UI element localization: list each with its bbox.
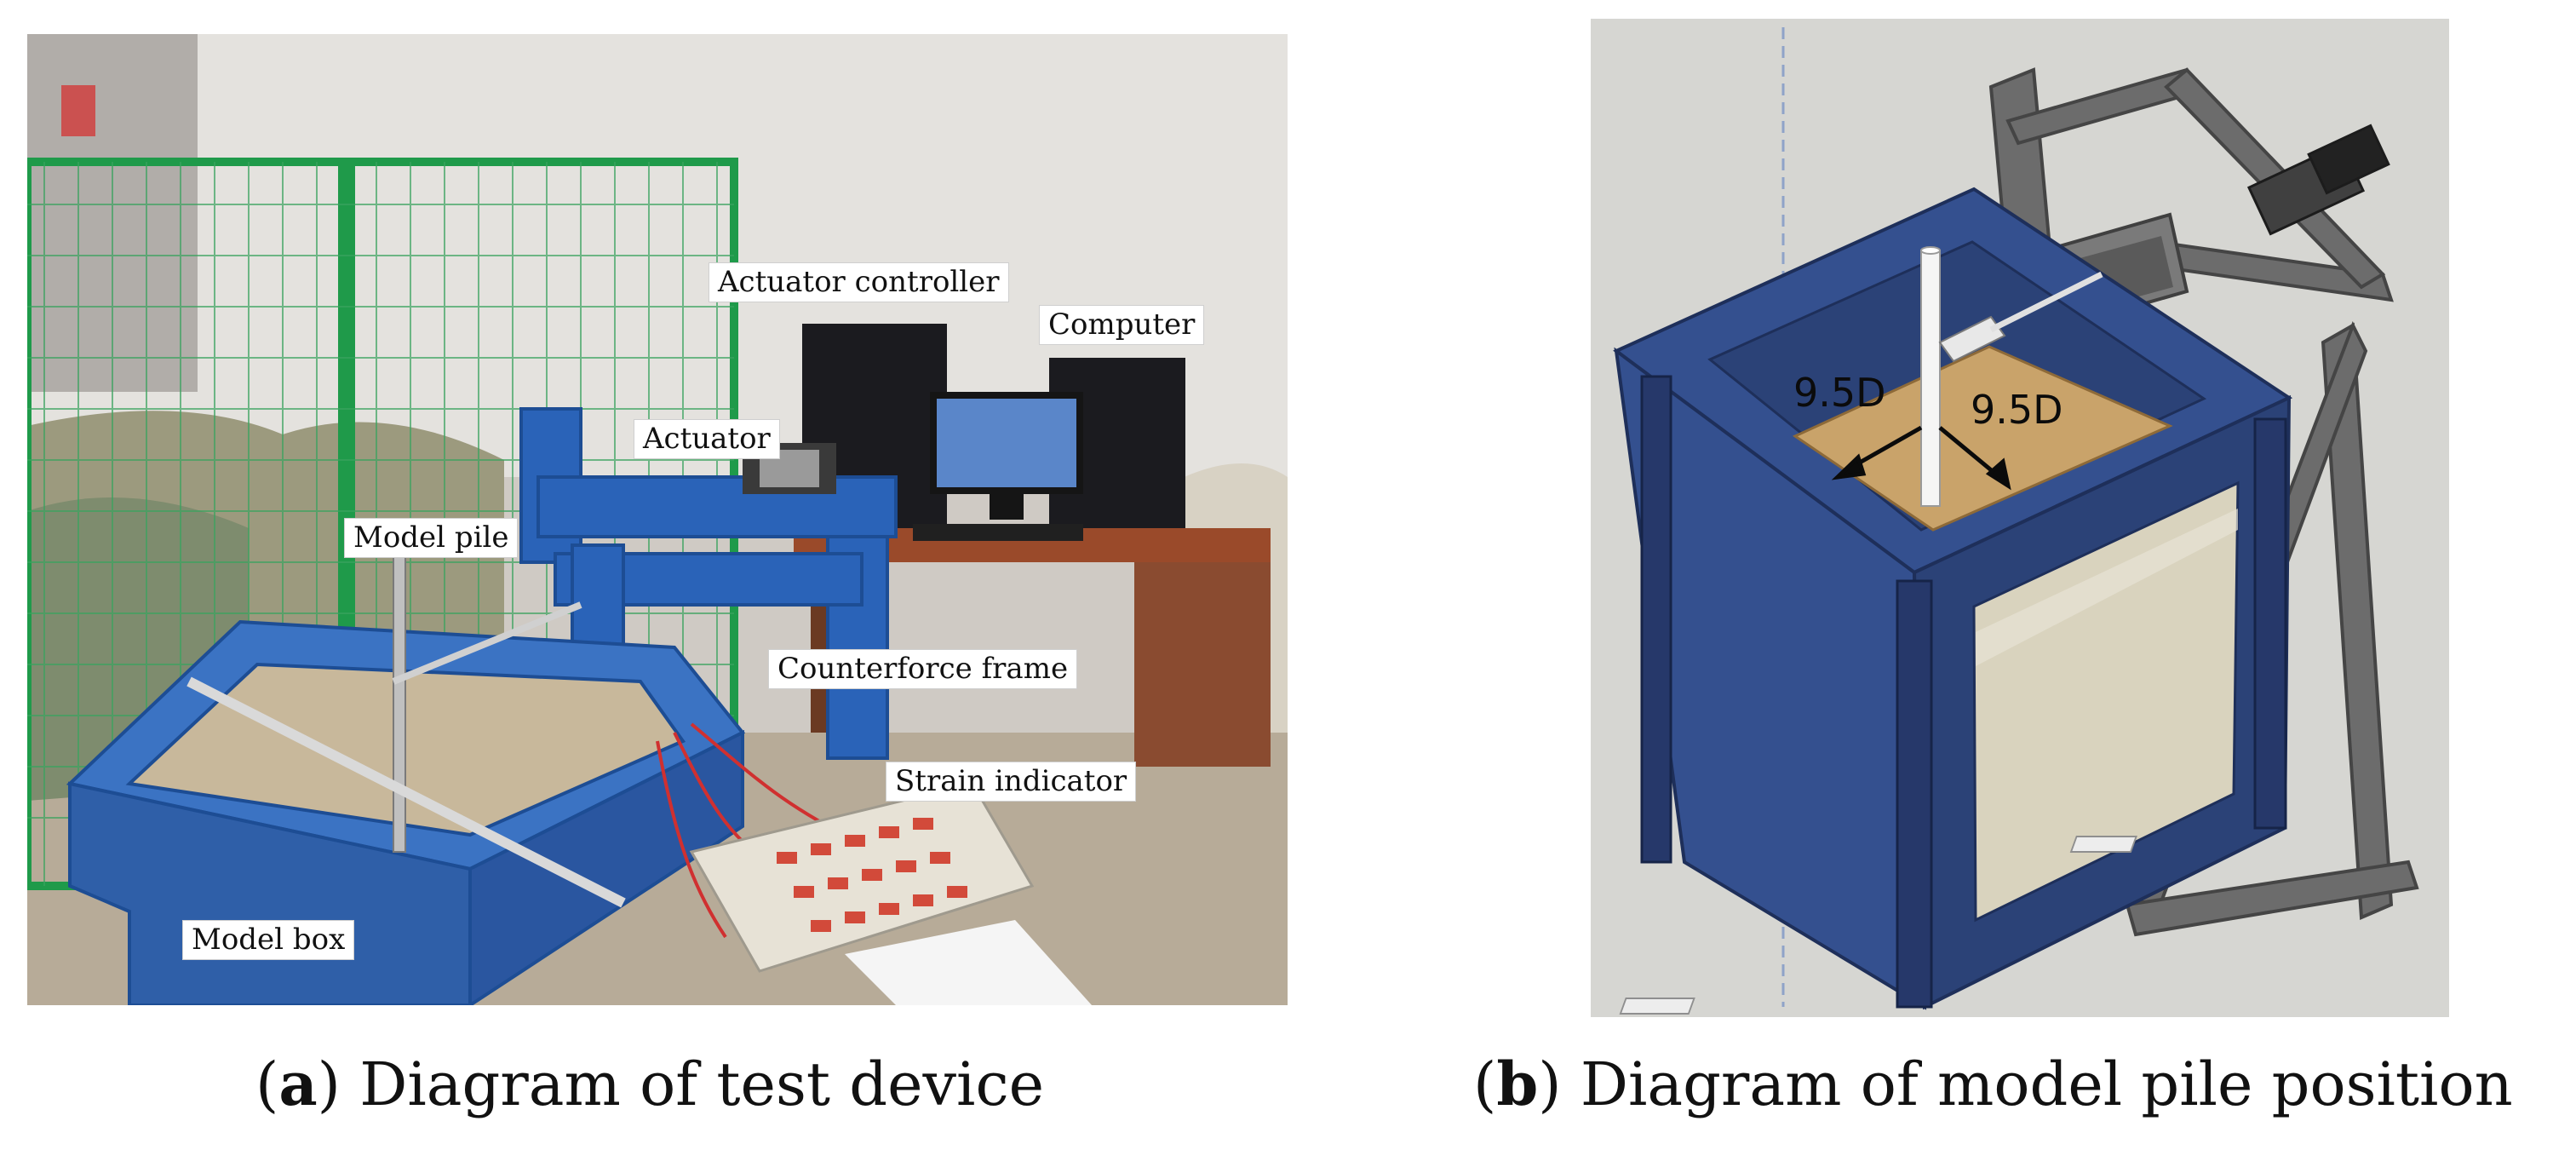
label-computer: Computer (1039, 305, 1205, 346)
dimension-left-9-5d: 9.5D (1793, 370, 1886, 416)
label-counterforce-frame: Counterforce frame (768, 649, 1078, 690)
test-device-photo: Actuator controller Computer Actuator Mo… (27, 34, 1288, 1005)
label-model-box: Model box (182, 920, 355, 961)
label-model-pile: Model pile (344, 518, 519, 559)
label-strain-indicator: Strain indicator (886, 762, 1137, 802)
caption-a-letter: a (278, 1049, 318, 1119)
dimension-right-9-5d: 9.5D (1971, 387, 2063, 433)
caption-b-text: Diagram of model pile position (1580, 1049, 2513, 1119)
caption-a-text: Diagram of test device (359, 1049, 1045, 1119)
caption-b: (b) Diagram of model pile position (1473, 1049, 2513, 1119)
caption-a: (a) Diagram of test device (255, 1049, 1045, 1119)
model-pile-position-diagram: 9.5D 9.5D (1591, 19, 2449, 1017)
model-box-3d-render (1591, 19, 2449, 1017)
caption-b-letter: b (1496, 1049, 1539, 1119)
test-device-illustration (27, 34, 1288, 1005)
label-actuator-controller: Actuator controller (709, 262, 1009, 303)
label-actuator: Actuator (634, 419, 780, 460)
